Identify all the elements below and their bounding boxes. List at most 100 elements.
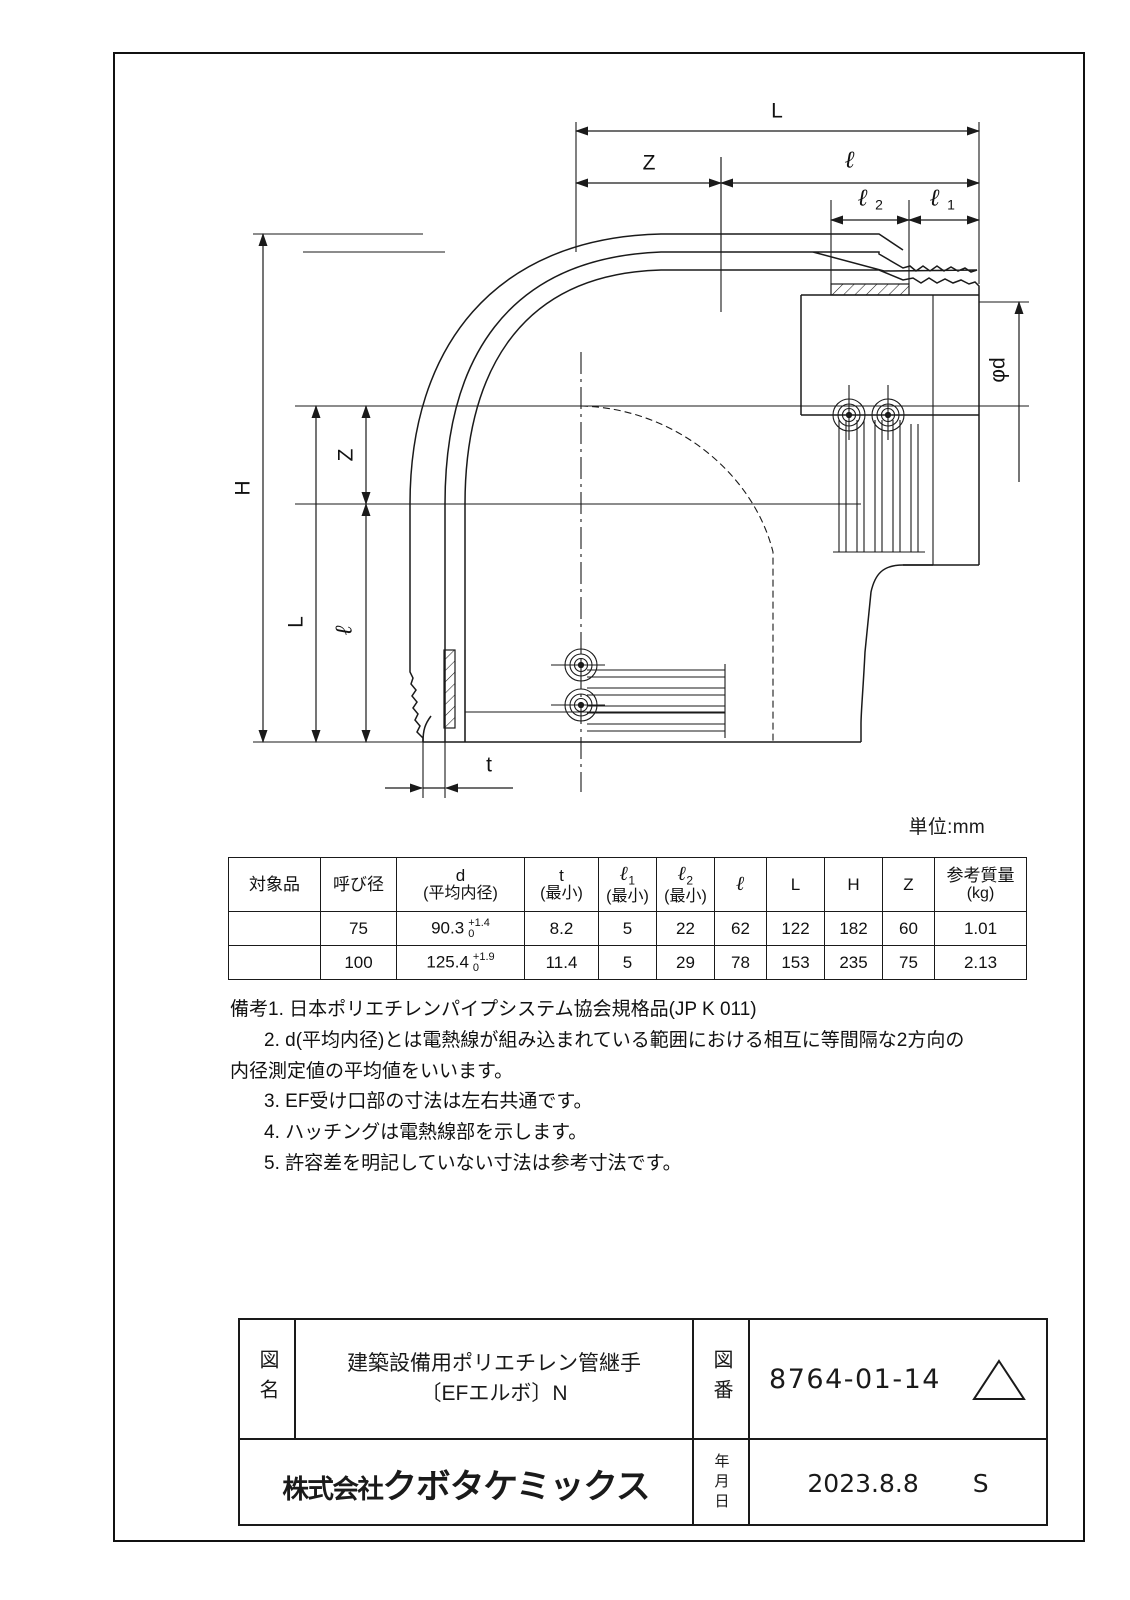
- drawing-name-line1: 建築設備用ポリエチレン管継手: [347, 1351, 641, 1375]
- revision-triangle-icon: [972, 1359, 1026, 1400]
- remark-text: 許容差を明記していない寸法は参考寸法です。: [285, 1152, 682, 1174]
- cell-d-value: 125.4: [426, 951, 469, 971]
- cell-H: 182: [824, 911, 883, 946]
- drawing-name-label: 図名: [256, 1349, 278, 1409]
- cell-L: 153: [766, 945, 825, 980]
- remark-item: 2. d(平均内径)とは電熱線が組み込まれている範囲における相互に等間隔な2方向…: [230, 1026, 1020, 1057]
- title-block: 図名 建築設備用ポリエチレン管継手 〔EFエルボ〕N 図番 8764-01-14…: [238, 1318, 1048, 1526]
- dim-label-phi-d: φd: [987, 357, 1010, 382]
- dim-H-left: H: [232, 233, 268, 743]
- th-t-l2: (最小): [540, 885, 583, 903]
- units-note: 単位:mm: [908, 817, 985, 838]
- th-l2-sym: ℓ: [677, 863, 687, 886]
- dim-l-left: ℓ: [332, 503, 371, 743]
- th-t-l1: t: [559, 866, 564, 886]
- cell-L: 122: [766, 911, 825, 946]
- dim-L-top: L: [575, 100, 980, 136]
- th-l-l1: ℓ: [736, 873, 745, 896]
- title-block-row-company: 株式会社クボタケミックス 年月日 2023.8.8 S: [240, 1440, 1046, 1526]
- drawing-name-cell: 建築設備用ポリエチレン管継手 〔EFエルボ〕N: [296, 1320, 694, 1438]
- elbow-technical-drawing: L Z ℓ ℓ 2 ℓ 1: [232, 100, 1029, 798]
- drawing-name-label-cell: 図名: [240, 1320, 296, 1438]
- th-Z-l1: Z: [903, 874, 914, 894]
- dim-Z-left: Z: [335, 405, 371, 505]
- dim-label-l2-sub: 2: [875, 197, 883, 213]
- cell-l: 78: [714, 945, 767, 980]
- th-l: ℓ: [714, 857, 767, 912]
- drawing-number-label: 図番: [710, 1349, 732, 1409]
- cell-d-value: 90.3: [431, 917, 465, 937]
- dim-Z-top: Z: [575, 152, 722, 188]
- th-weight-l2: (kg): [966, 885, 995, 903]
- th-t: t (最小): [524, 857, 599, 912]
- th-l1: ℓ1 (最小): [598, 857, 657, 912]
- cell-weight: 1.01: [934, 911, 1027, 946]
- th-target-l1: 対象品: [249, 874, 300, 894]
- remark-item: 4. ハッチングは電熱線部を示します。: [230, 1118, 1020, 1149]
- date-label: 年月日: [712, 1453, 730, 1513]
- company-logo: 株式会社クボタケミックス: [282, 1459, 650, 1508]
- remark-text: ハッチングは電熱線部を示します。: [285, 1122, 588, 1144]
- th-target: 対象品: [228, 857, 321, 912]
- dim-l2-top: ℓ 2: [830, 186, 910, 225]
- remark-text: 日本ポリエチレンパイプシステム協会規格品(JP K 011): [289, 999, 757, 1020]
- cell-l2: 29: [656, 945, 715, 980]
- cell-H: 235: [824, 945, 883, 980]
- drawing-name-line2: 〔EFエルボ〕N: [420, 1382, 568, 1405]
- drawing-number-cell: 8764-01-14: [750, 1320, 1046, 1438]
- remark-num: 5.: [264, 1152, 280, 1174]
- th-weight-l1: 参考質量: [946, 866, 1015, 886]
- cell-d-tol-plus: +1.9: [472, 950, 495, 963]
- title-block-row-name: 図名 建築設備用ポリエチレン管継手 〔EFエルボ〕N 図番 8764-01-14: [240, 1320, 1046, 1440]
- dim-label-l1-top: ℓ: [930, 186, 940, 212]
- th-l1-l2: (最小): [606, 887, 649, 905]
- th-l2-l2: (最小): [664, 887, 707, 905]
- dim-L-left: L: [285, 405, 321, 743]
- cell-t: 11.4: [524, 945, 599, 980]
- cell-Z: 75: [882, 945, 935, 980]
- dim-l-top: ℓ: [720, 148, 980, 188]
- drawing-date: 2023.8.8: [807, 1468, 919, 1498]
- th-H-l1: H: [847, 874, 860, 894]
- cell-d-tol-minus: 0: [472, 961, 480, 974]
- cell-t: 8.2: [524, 911, 599, 946]
- cell-l2: 22: [656, 911, 715, 946]
- th-l1-sym: ℓ: [619, 863, 629, 886]
- cell-target: [228, 945, 321, 980]
- company-name: クボタケミックス: [382, 1466, 650, 1507]
- remark-continuation: 内径測定値の平均値をいいます。: [230, 1060, 514, 1082]
- dim-label-l1-sub: 1: [947, 197, 955, 213]
- cell-Z: 60: [882, 911, 935, 946]
- heating-coil-right: [832, 385, 925, 553]
- dim-label-L-left: L: [285, 616, 308, 628]
- company-prefix: 株式会社: [282, 1474, 384, 1505]
- th-d-l1: d: [455, 866, 466, 886]
- drawing-number-label-cell: 図番: [694, 1320, 750, 1438]
- dim-label-l2-top: ℓ: [858, 186, 868, 212]
- dim-label-L-top: L: [771, 100, 783, 123]
- th-l2: ℓ2 (最小): [656, 857, 715, 912]
- dim-l1-top: ℓ 1: [908, 186, 980, 225]
- cell-l1: 5: [598, 911, 657, 946]
- table-row: 100 125.4 +1.9 0 11.4 5 29 78 153: [228, 945, 1027, 980]
- spec-table-wrapper: 対象品 呼び径 d (平均内径) t (最小) ℓ1 (: [228, 857, 1027, 980]
- dim-label-l-top: ℓ: [845, 148, 855, 174]
- th-weight: 参考質量 (kg): [934, 857, 1027, 912]
- remark-text: d(平均内径)とは電熱線が組み込まれている範囲における相互に等間隔な2方向の: [285, 1029, 965, 1051]
- cell-l1: 5: [598, 945, 657, 980]
- dim-phid: φd: [987, 301, 1024, 482]
- th-L-l1: L: [790, 874, 801, 894]
- drawing-number: 8764-01-14: [769, 1363, 941, 1395]
- th-d: d (平均内径): [396, 857, 525, 912]
- remark-num: 1.: [268, 999, 284, 1020]
- th-L: L: [766, 857, 825, 912]
- company-logo-cell: 株式会社クボタケミックス: [240, 1440, 694, 1526]
- remark-item: 3. EF受け口部の寸法は左右共通です。: [230, 1087, 1020, 1118]
- th-d-l2: (平均内径): [423, 885, 498, 903]
- th-Z: Z: [882, 857, 935, 912]
- table-header-row: 対象品 呼び径 d (平均内径) t (最小) ℓ1 (: [228, 857, 1027, 912]
- dim-label-Z-top: Z: [643, 152, 656, 175]
